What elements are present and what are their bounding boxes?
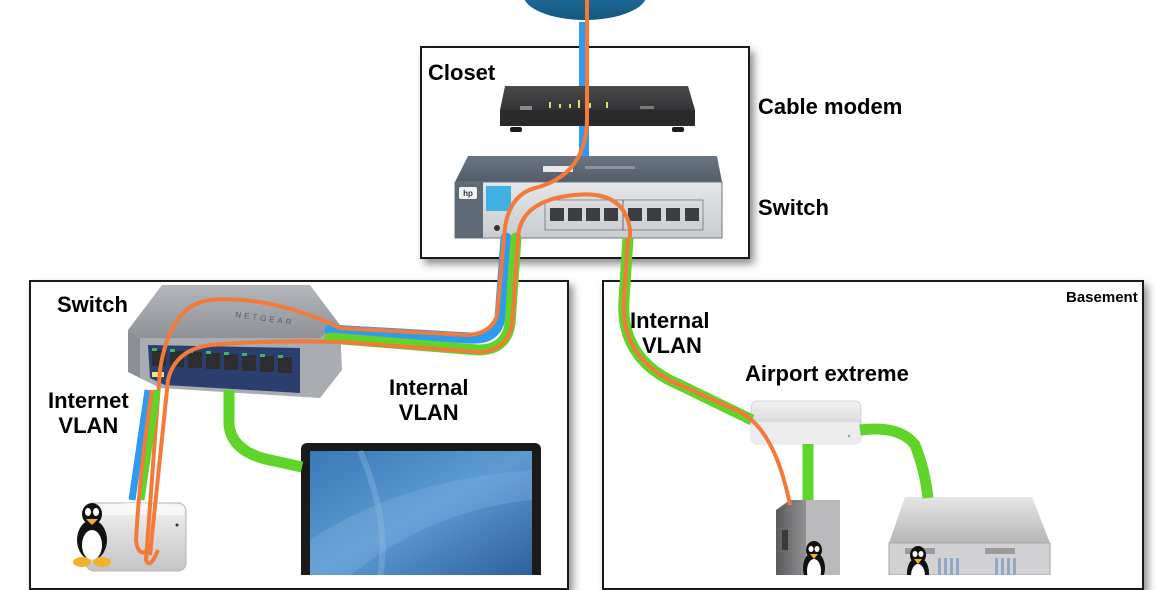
cable-trunk-closet-to-office (324, 232, 522, 356)
linux-penguin-icon (907, 546, 929, 575)
label-internet-vlan: Internet VLAN (48, 388, 129, 438)
label-internal-vlan-basement-line1: Internal (630, 308, 710, 333)
label-cable-modem: Cable modem (758, 94, 903, 119)
network-diagram: hp NETGEAR (73, 0, 1051, 575)
cable-trunk-netgear-loops (143, 297, 341, 566)
cable-trunk-loop (516, 192, 632, 258)
label-airport-extreme: Airport extreme (745, 361, 909, 386)
label-internal-vlan-basement-line2: VLAN (642, 332, 702, 358)
airport-extreme-icon (750, 400, 862, 445)
cable-modem-icon (500, 86, 695, 132)
cable-trunk-modem (502, 0, 589, 239)
label-internet-vlan-line1: Internet (48, 388, 129, 413)
cable-internal-vlan-display (223, 390, 304, 473)
room-title-basement: Basement (1066, 289, 1138, 306)
closet-switch-icon: hp (454, 156, 723, 239)
label-internal-vlan-office-line2: VLAN (398, 399, 459, 425)
label-internal-vlan-basement: Internal VLAN (630, 308, 710, 358)
label-closet-switch: Switch (758, 195, 829, 220)
room-title-office-switch: Switch (57, 292, 128, 317)
linux-penguin-icon (73, 503, 111, 567)
label-internal-vlan-office: Internal VLAN (389, 375, 469, 425)
svg-text:hp: hp (463, 189, 473, 198)
cable-internet-vlan-office (128, 389, 161, 555)
label-internet-vlan-line2: VLAN (58, 412, 119, 438)
linux-penguin-icon (803, 541, 825, 575)
display-icon (301, 443, 541, 575)
cable-internal-vlan-basement (618, 237, 934, 506)
room-title-closet: Closet (428, 60, 496, 85)
label-internal-vlan-office-line1: Internal (389, 375, 469, 400)
